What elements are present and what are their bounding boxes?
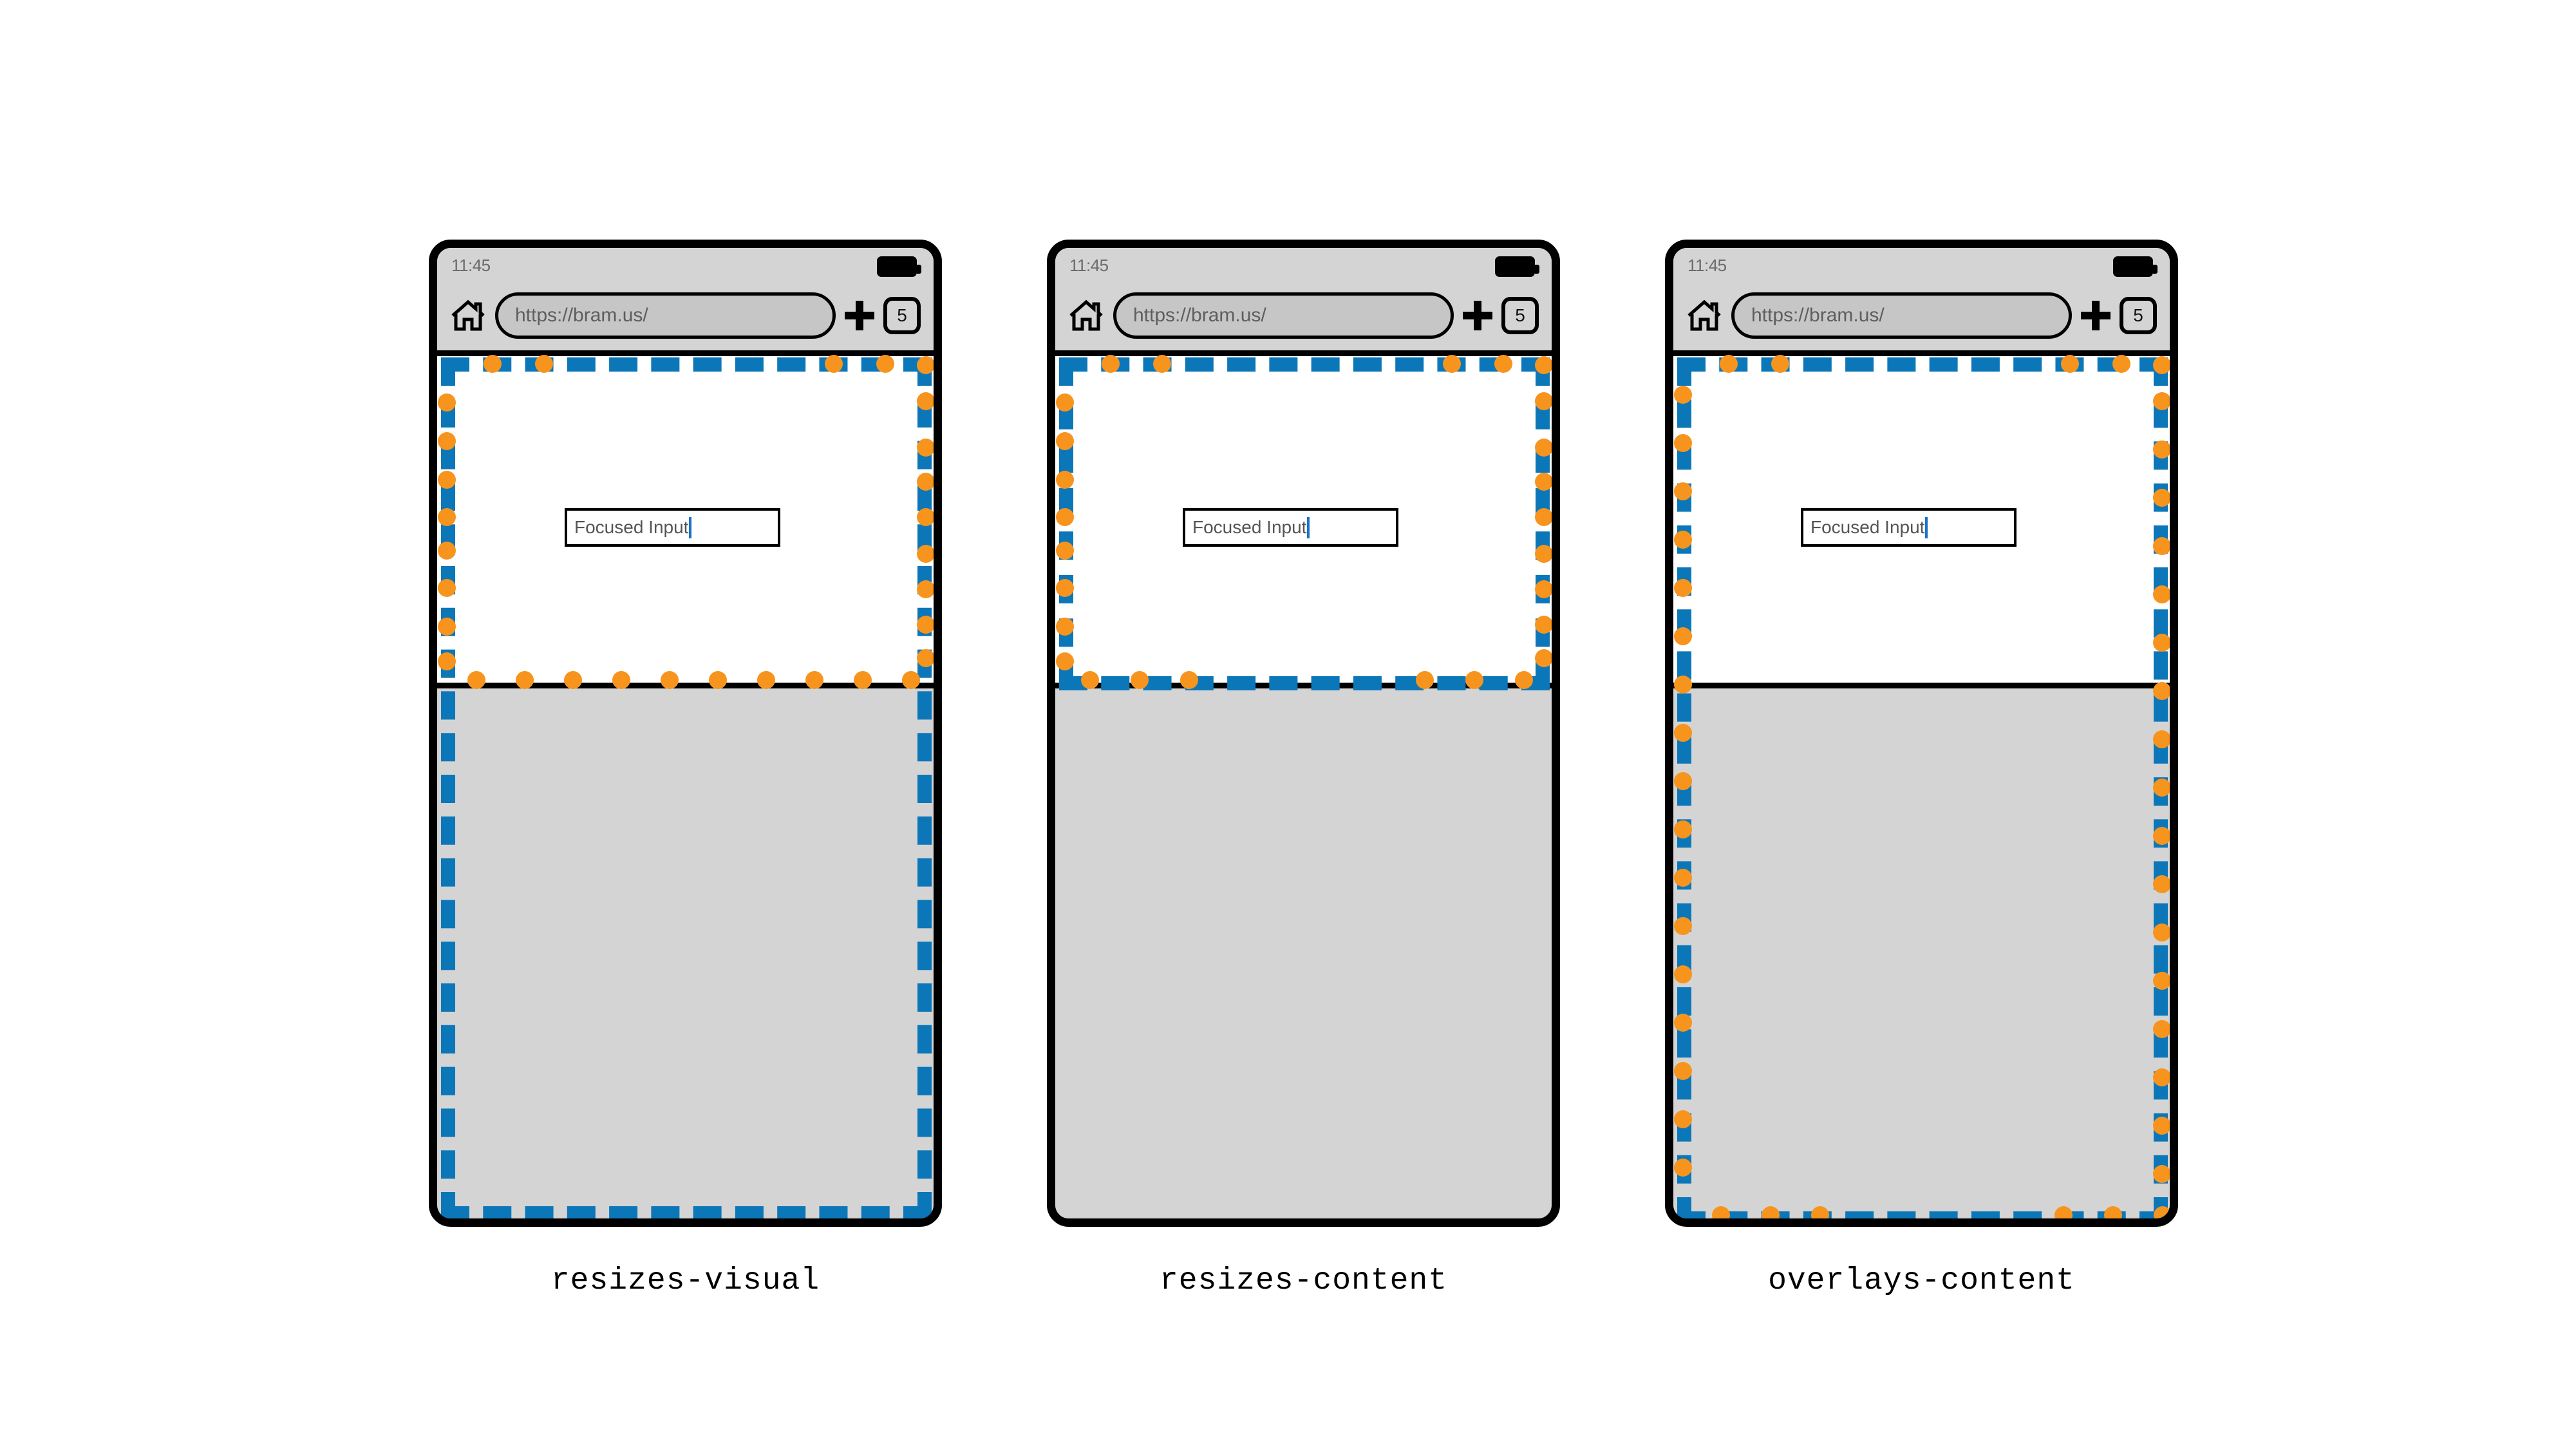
status-bar: 11:45 xyxy=(437,253,934,278)
battery-full-icon xyxy=(1495,256,1539,277)
plus-icon[interactable] xyxy=(1463,300,1492,330)
status-clock: 11:45 xyxy=(451,256,491,275)
virtual-keyboard[interactable] xyxy=(1673,683,2170,1218)
browser-toolbar: https://bram.us/ 5 xyxy=(1673,281,2170,349)
tab-count-button[interactable]: 5 xyxy=(2120,296,2157,334)
browser-toolbar: https://bram.us/ 5 xyxy=(1055,281,1552,349)
battery-full-icon xyxy=(877,256,921,277)
screen-body: Focused Input xyxy=(1673,355,2170,1218)
url-text: https://bram.us/ xyxy=(515,304,648,326)
focused-input[interactable]: Focused Input xyxy=(1183,508,1398,547)
url-bar[interactable]: https://bram.us/ xyxy=(495,292,836,339)
text-caret xyxy=(1307,516,1310,538)
home-icon[interactable] xyxy=(450,299,486,332)
status-clock: 11:45 xyxy=(1069,256,1109,275)
focused-input[interactable]: Focused Input xyxy=(565,508,780,547)
focused-input-value: Focused Input xyxy=(574,517,689,537)
browser-chrome: 11:45 https://bram.us/ 5 xyxy=(1673,248,2170,356)
screen-body: Focused Input xyxy=(1055,355,1552,1218)
status-bar: 11:45 xyxy=(1673,253,2170,278)
url-text: https://bram.us/ xyxy=(1751,304,1885,326)
tab-count-button[interactable]: 5 xyxy=(1501,296,1539,334)
status-clock: 11:45 xyxy=(1688,256,1727,275)
screen-body: Focused Input xyxy=(437,355,934,1218)
plus-icon[interactable] xyxy=(2081,300,2111,330)
home-icon[interactable] xyxy=(1068,299,1104,332)
url-text: https://bram.us/ xyxy=(1133,304,1266,326)
plus-icon[interactable] xyxy=(845,300,874,330)
text-caret xyxy=(689,516,692,538)
url-bar[interactable]: https://bram.us/ xyxy=(1113,292,1454,339)
phone-overlays-content: 11:45 https://bram.us/ 5 xyxy=(1665,240,2178,1227)
focused-input[interactable]: Focused Input xyxy=(1801,508,2017,547)
virtual-keyboard[interactable] xyxy=(1055,683,1552,1218)
url-bar[interactable]: https://bram.us/ xyxy=(1731,292,2072,339)
status-bar: 11:45 xyxy=(1055,253,1552,278)
caption-overlays-content: overlays-content xyxy=(1768,1264,2075,1298)
battery-full-icon xyxy=(2113,256,2158,277)
focused-input-value: Focused Input xyxy=(1810,517,1925,537)
browser-chrome: 11:45 https://bram.us/ 5 xyxy=(437,248,934,356)
tab-count-button[interactable]: 5 xyxy=(883,296,921,334)
caption-resizes-visual: resizes-visual xyxy=(550,1264,820,1298)
browser-chrome: 11:45 https://bram.us/ 5 xyxy=(1055,248,1552,356)
phone-resizes-visual: 11:45 https://bram.us/ 5 xyxy=(429,240,942,1227)
caption-resizes-content: resizes-content xyxy=(1159,1264,1448,1298)
phone-resizes-content: 11:45 https://bram.us/ 5 xyxy=(1047,240,1560,1227)
browser-toolbar: https://bram.us/ 5 xyxy=(437,281,934,349)
virtual-keyboard[interactable] xyxy=(437,683,934,1218)
home-icon[interactable] xyxy=(1686,299,1722,332)
text-caret xyxy=(1925,516,1928,538)
focused-input-value: Focused Input xyxy=(1192,517,1307,537)
